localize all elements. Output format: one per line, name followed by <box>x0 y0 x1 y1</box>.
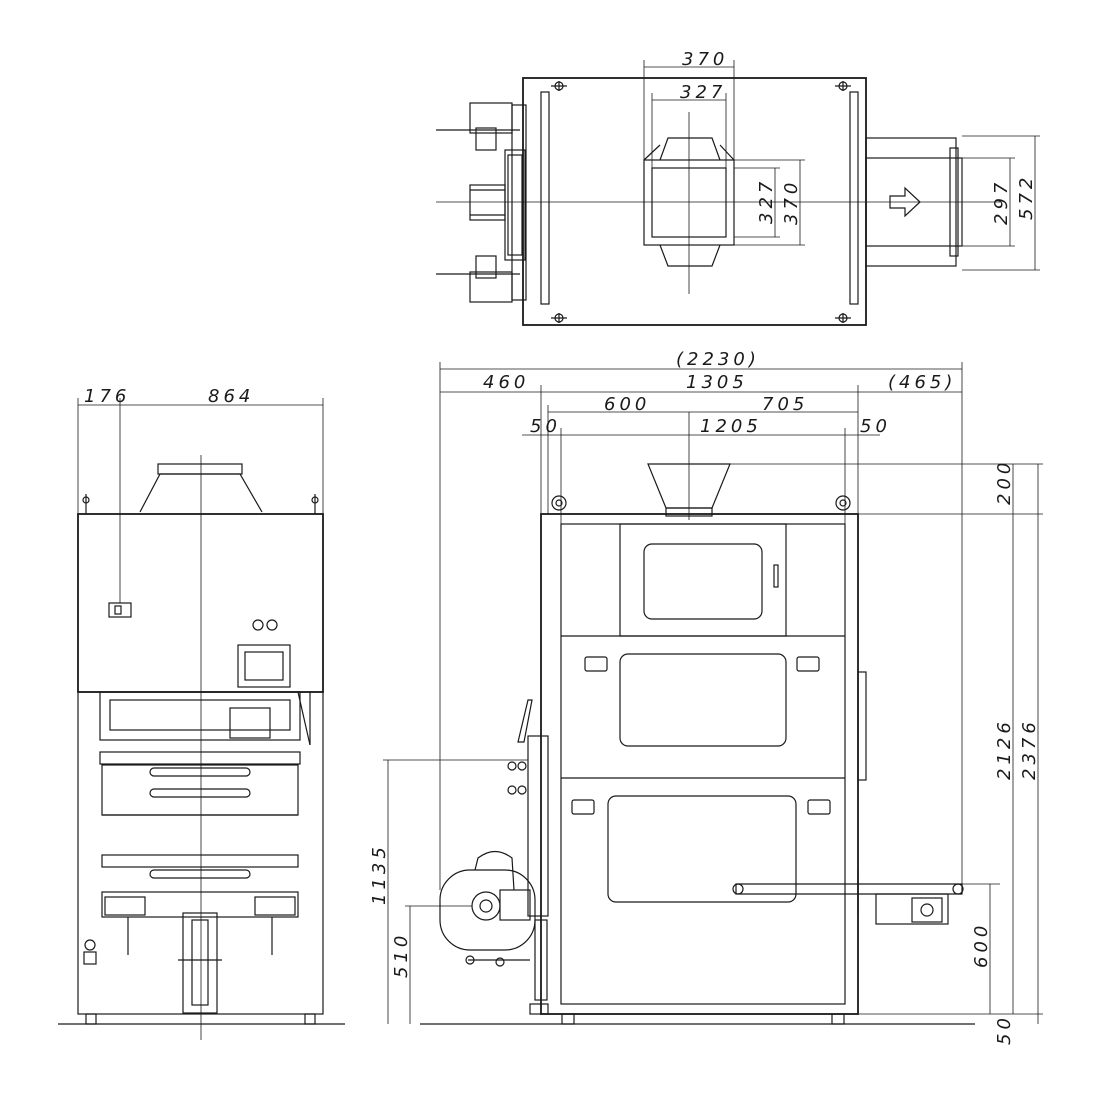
dim-hopper-height: 200 <box>994 459 1015 505</box>
dim-conveyor-height: 600 <box>971 922 992 968</box>
handle-icon <box>807 799 831 815</box>
viewing-window <box>643 543 763 620</box>
dim-hopper-inner-width: 327 <box>680 82 726 103</box>
dim-hopper-outer-width: 370 <box>682 49 728 70</box>
output-conveyor <box>732 870 964 925</box>
dim-hopper-outer-height: 370 <box>781 179 802 225</box>
dim-right-margin: 50 <box>860 416 891 437</box>
handle-icon <box>571 799 595 815</box>
side-view: 176 864 <box>58 386 345 1040</box>
dim-body-depth: 864 <box>208 386 254 407</box>
latch-icon <box>773 564 779 588</box>
conveyor-top <box>865 137 963 267</box>
dim-body-height: 2126 <box>994 718 1015 780</box>
gear-icon <box>104 896 146 916</box>
dim-left-margin: 50 <box>530 416 561 437</box>
top-view-dimensions: 370 327 327 370 297 572 <box>643 49 1040 271</box>
dim-right-extension: (465) <box>888 372 956 393</box>
touch-screen-icon <box>237 644 291 688</box>
gear-icon <box>254 896 296 916</box>
dim-left-offset: 176 <box>84 386 130 407</box>
dim-conveyor-width: 297 <box>991 179 1012 225</box>
dim-overall-width: (2230) <box>676 349 760 370</box>
dim-body-width: 1305 <box>686 372 748 393</box>
handle-icon <box>796 656 820 672</box>
valve-icon <box>84 939 96 951</box>
dim-overall-height: 2376 <box>1019 718 1040 780</box>
dim-reel-axis-height: 1135 <box>369 843 390 905</box>
top-view: 370 327 327 370 297 572 <box>436 49 1040 326</box>
lifting-eye-icon <box>835 495 851 511</box>
dim-center-to-right: 705 <box>762 394 808 415</box>
corner-foot-icon <box>551 81 851 323</box>
mid-door-window <box>619 653 787 747</box>
nozzle-icon <box>517 699 533 743</box>
switch-icon <box>108 602 132 618</box>
reel-assembly <box>439 850 548 1001</box>
lower-door-window <box>607 795 797 903</box>
motor-icon <box>229 707 271 739</box>
front-view-dimensions: (2230) 460 1305 (465) 600 705 50 1205 50 <box>369 349 1043 1045</box>
dim-left-to-center: 600 <box>604 394 650 415</box>
front-view: (2230) 460 1305 (465) 600 705 50 1205 50 <box>369 349 1043 1045</box>
knob-icon <box>266 619 278 631</box>
dim-foot-height: 50 <box>994 1014 1015 1045</box>
direction-arrow-icon <box>889 186 921 218</box>
dim-conveyor-outer: 572 <box>1016 174 1037 220</box>
dim-hopper-inner-height: 327 <box>756 178 777 224</box>
dim-inner-width: 1205 <box>700 416 762 437</box>
roller-mechanism-left <box>436 102 527 303</box>
lifting-eye-icon <box>551 495 567 511</box>
dim-left-extension: 460 <box>483 372 529 393</box>
reel-hub-icon <box>471 891 501 921</box>
knob-icon <box>252 619 264 631</box>
conveyor-motor-icon <box>911 897 943 923</box>
dim-reel-base-height: 510 <box>391 932 412 978</box>
side-view-dimensions: 176 864 <box>77 386 324 603</box>
handle-icon <box>584 656 608 672</box>
